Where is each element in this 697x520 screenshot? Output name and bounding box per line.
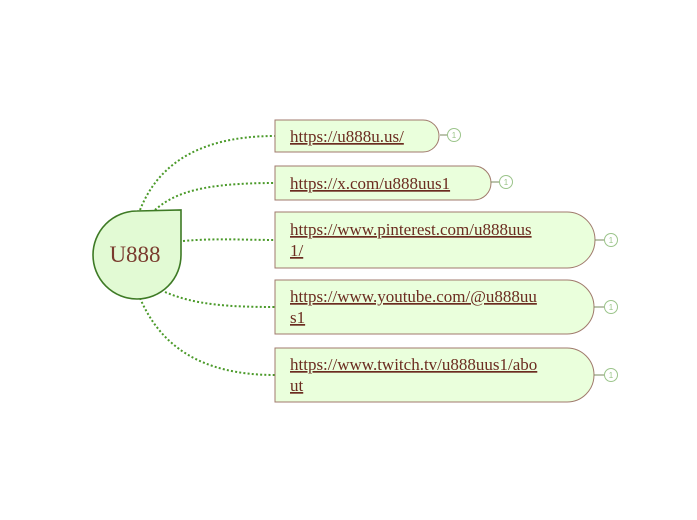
child-node-2-shape [274,165,492,201]
child-node-3-link-line-2[interactable]: 1/ [290,241,304,260]
connector-2 [154,182,276,211]
child-node-1-shape [274,119,440,153]
child-node-5-shape [274,347,595,403]
child-node-2-link[interactable]: https://x.com/u888uus1 [290,174,450,193]
child-node-3-count-badge[interactable] [604,233,618,247]
child-node-1-count: 1 [452,131,457,140]
child-node-3-link-line-1[interactable]: https://www.pinterest.com/u888uus [290,220,532,239]
child-node-4-link-line-1[interactable]: https://www.youtube.com/@u888uu [290,287,537,306]
child-node-4-count: 1 [609,303,614,312]
child-node-2-count-badge[interactable] [499,175,513,189]
child-node-1[interactable]: https://u888u.us/ 1 [274,119,461,153]
child-node-4-count-badge[interactable] [604,300,618,314]
child-node-5-link-line-1[interactable]: https://www.twitch.tv/u888uus1/abo [290,355,537,374]
child-node-3[interactable]: https://www.pinterest.com/u888uus 1/ 1 [274,211,618,269]
child-node-1-link[interactable]: https://u888u.us/ [290,127,404,146]
connector-5 [139,297,276,376]
child-node-4[interactable]: https://www.youtube.com/@u888uu s1 1 [274,279,618,335]
child-node-3-shape [274,211,596,269]
child-node-3-count: 1 [609,236,614,245]
root-node[interactable]: U888 [92,209,182,300]
child-node-5-count: 1 [609,371,614,380]
child-node-5-count-badge[interactable] [604,368,618,382]
connector-4 [164,291,276,308]
root-node-shape [92,209,182,300]
child-node-2[interactable]: https://x.com/u888uus1 1 [274,165,513,201]
child-node-2-count: 1 [504,178,509,187]
child-node-4-link-line-2[interactable]: s1 [290,308,305,327]
root-node-label: U888 [109,242,160,267]
child-node-5-link-line-2[interactable]: ut [290,376,304,395]
connector-3 [182,238,276,242]
connector-1 [139,135,276,211]
child-node-4-shape [274,279,595,335]
connectors [139,135,276,376]
child-node-5[interactable]: https://www.twitch.tv/u888uus1/abo ut 1 [274,347,618,403]
child-node-1-count-badge[interactable] [447,128,461,142]
